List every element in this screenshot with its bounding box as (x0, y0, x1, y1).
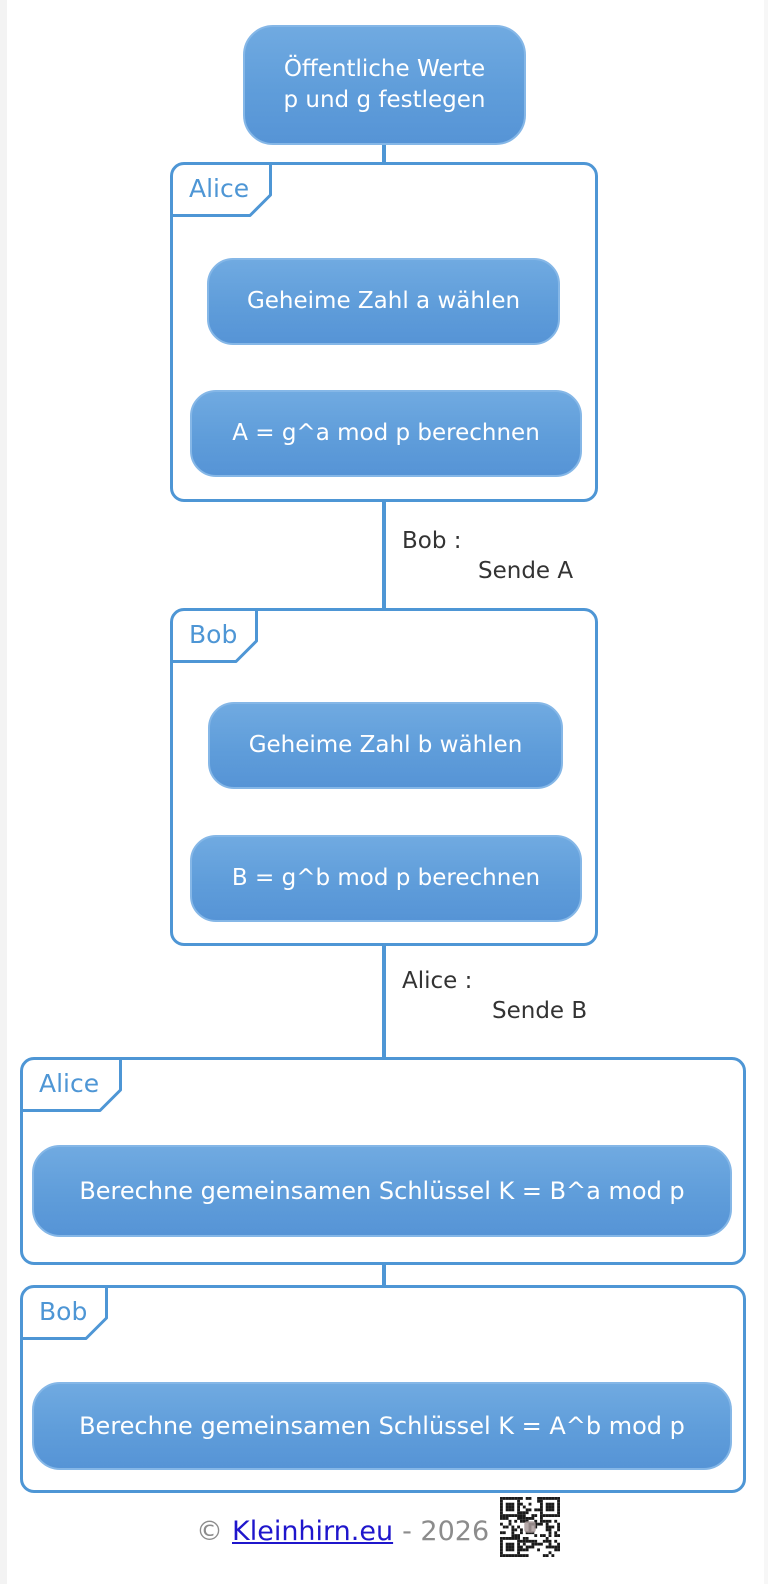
node-choose-a: Geheime Zahl a wählen (207, 258, 560, 345)
group-tab-shape (171, 610, 258, 663)
node-public-values: Öffentliche Werte p und g festlegen (243, 25, 526, 145)
group-label-alice: Alice (189, 174, 250, 203)
group-alice-1: Alice Geheime Zahl a wählen A = g^a mod … (170, 162, 598, 502)
group-label-alice: Alice (39, 1069, 100, 1098)
group-bob-2: Bob Berechne gemeinsamen Schlüssel K = A… (20, 1285, 746, 1493)
copyright-symbol: © (196, 1516, 223, 1547)
node-compute-K-bob: Berechne gemeinsamen Schlüssel K = A^b m… (32, 1382, 732, 1470)
message-target-bob: Bob : (402, 528, 462, 554)
group-tab-shape (171, 164, 272, 217)
group-tab-shape (21, 1059, 122, 1112)
group-label-bob: Bob (189, 620, 238, 649)
footer-year: - 2026 (402, 1516, 490, 1547)
node-choose-b: Geheime Zahl b wählen (208, 702, 563, 789)
node-compute-A: A = g^a mod p berechnen (190, 390, 582, 477)
group-tab-shape (21, 1287, 108, 1340)
message-send-b: Sende B (492, 998, 588, 1024)
group-label-bob: Bob (39, 1297, 88, 1326)
node-compute-B: B = g^b mod p berechnen (190, 835, 582, 922)
qr-code (500, 1497, 560, 1557)
message-target-alice: Alice : (402, 968, 473, 994)
footer: © Kleinhirn.eu - 2026 (196, 1516, 489, 1547)
group-bob-1: Bob Geheime Zahl b wählen B = g^b mod p … (170, 608, 598, 946)
page-edge-right (764, 0, 768, 1584)
group-alice-2: Alice Berechne gemeinsamen Schlüssel K =… (20, 1057, 746, 1265)
page-edge-left (0, 0, 7, 1584)
node-compute-K-alice: Berechne gemeinsamen Schlüssel K = B^a m… (32, 1145, 732, 1237)
node-label: Öffentliche Werte p und g festlegen (283, 56, 486, 113)
message-send-a: Sende A (478, 558, 574, 584)
kleinhirn-link[interactable]: Kleinhirn.eu (232, 1516, 394, 1547)
